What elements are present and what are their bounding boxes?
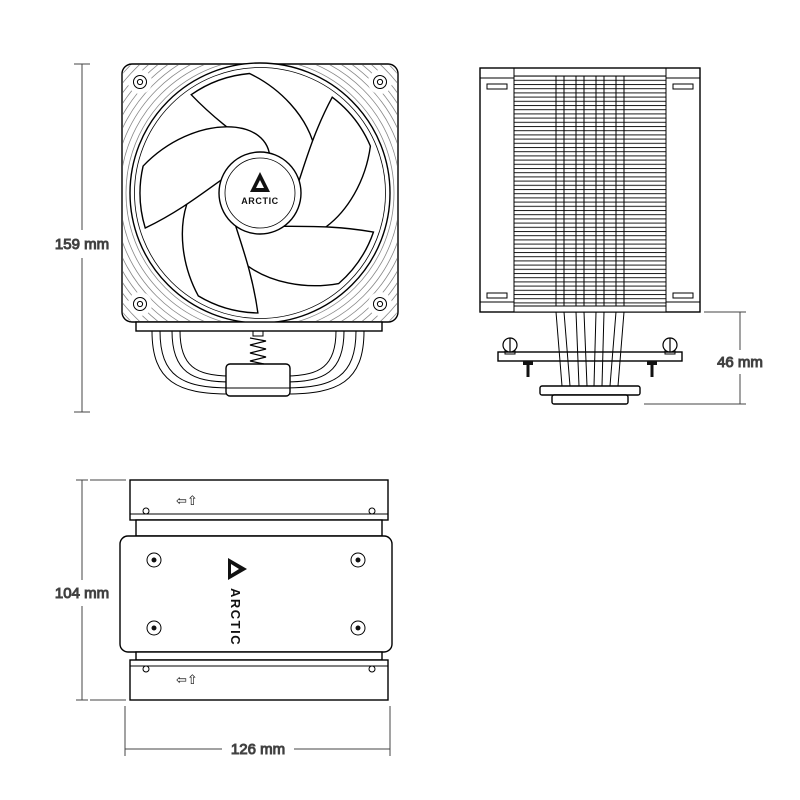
brand-wordmark: ARCTIC (228, 588, 243, 646)
mounting-screw-small (647, 361, 657, 377)
arctic-logo-icon (250, 172, 270, 192)
screw-hole (128, 292, 152, 316)
fan-panel-right (665, 67, 701, 313)
base-height-label: 46 mm (717, 354, 763, 371)
fin-stack-bottom-cap (513, 305, 667, 313)
base-plate-side (539, 385, 641, 405)
screw-hole (146, 620, 162, 636)
fin-edge-strip-top (135, 519, 383, 537)
fan-top-bar: ⇦⇧ (129, 479, 389, 521)
mounting-plate: ARCTIC (119, 535, 393, 653)
slotted-screw (662, 337, 678, 355)
heatpipes-front (151, 330, 365, 395)
screw-hole (350, 620, 366, 636)
side-view (479, 67, 701, 405)
fan-frame-ribs (123, 65, 397, 321)
dimension-front-height: 159 mm (54, 63, 110, 413)
cold-plate-front (225, 363, 291, 397)
top-width-label: 126 mm (231, 741, 285, 758)
dimension-base-height: 46 mm (644, 311, 763, 405)
spring-screw (249, 330, 267, 365)
front-view: ARCTIC (121, 62, 399, 397)
fin-edge-strip-bottom (135, 651, 383, 661)
airflow-direction-icon: ⇦⇧ (176, 494, 198, 509)
fin-stack-edge (135, 321, 383, 332)
fin-stack (513, 75, 667, 307)
brand-wordmark: ARCTIC (241, 196, 279, 206)
slotted-screw (502, 337, 518, 355)
dimension-top-width: 126 mm (124, 706, 391, 759)
heatpipes-side (555, 311, 625, 387)
screw-hole (146, 552, 162, 568)
screw-hole (350, 552, 366, 568)
screw-hole (128, 70, 152, 94)
screw-hole (368, 70, 392, 94)
top-view: ⇦⇧ ARCTIC (119, 479, 393, 701)
arctic-logo-rotated: ARCTIC (228, 558, 247, 646)
screw-hole (368, 292, 392, 316)
mounting-screw-small (523, 361, 533, 377)
front-height-label: 159 mm (55, 236, 109, 253)
fan-hub: ARCTIC (218, 151, 302, 235)
airflow-direction-icon: ⇦⇧ (176, 673, 198, 688)
fan-ring-inner (134, 67, 386, 319)
mounting-bracket (497, 351, 683, 362)
top-depth-label: 104 mm (55, 585, 109, 602)
fan-bottom-bar: ⇦⇧ (129, 659, 389, 701)
heatpipes-through-fins (555, 76, 625, 306)
dimension-top-depth: 104 mm (54, 479, 126, 701)
